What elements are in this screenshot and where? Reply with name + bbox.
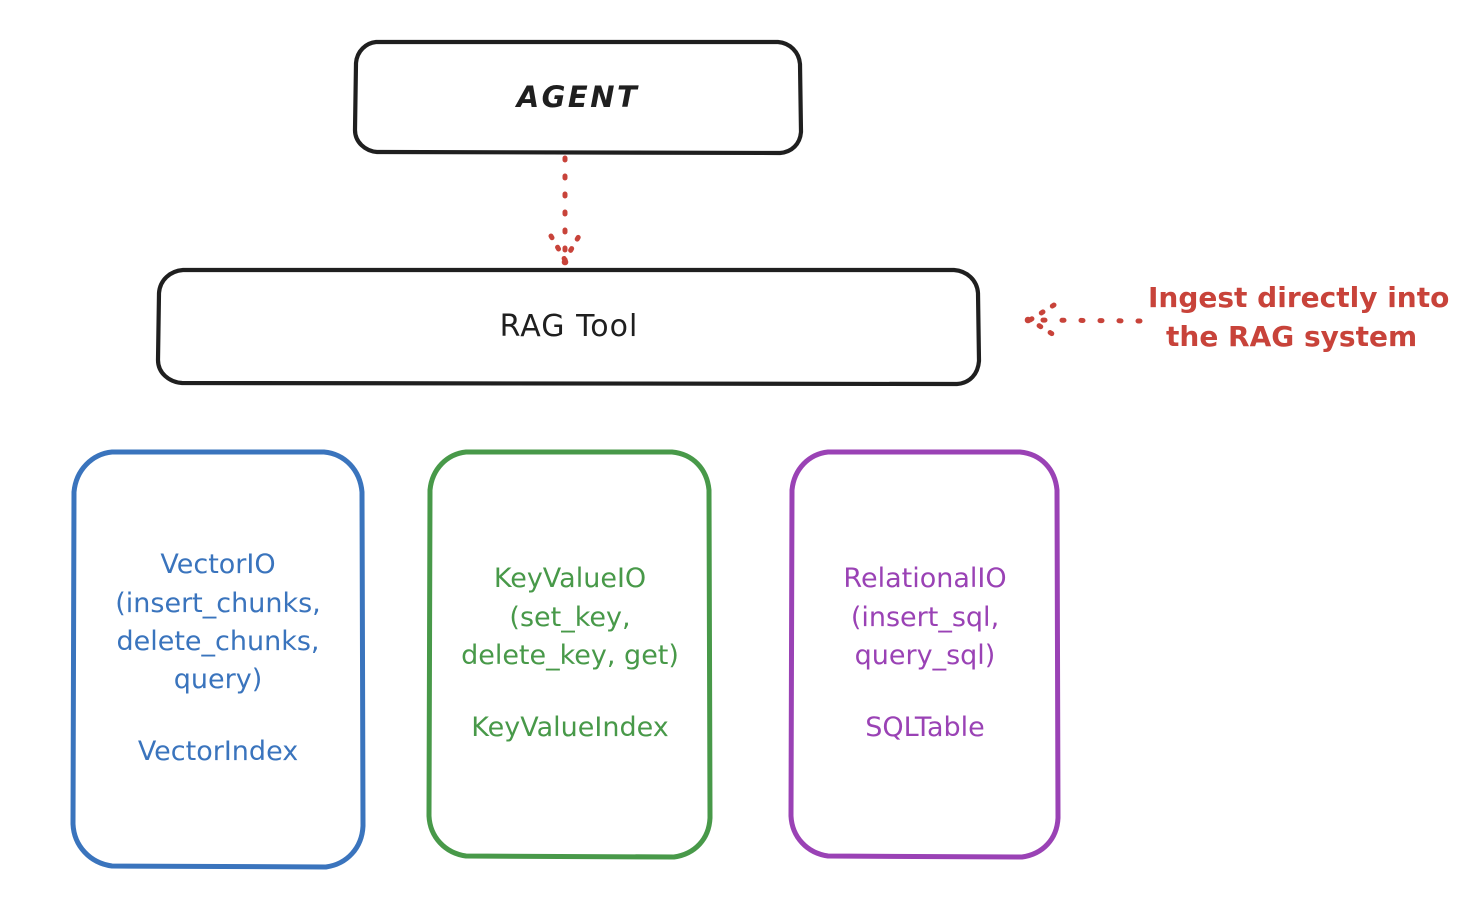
node-agent[interactable]: AGENT [352,38,804,156]
annotation-ingest-line1: Ingest directly into [1148,281,1450,314]
agent-box-outline [352,39,804,156]
node-vector-io[interactable]: VectorIO (insert_chunks, delete_chunks, … [70,448,366,870]
node-rag-tool[interactable]: RAG Tool [155,266,983,387]
connector-agent-to-rag-tool [548,155,582,266]
annotation-ingest-directly: Ingest directly into the RAG system [1148,279,1478,356]
node-key-value-io[interactable]: KeyValueIO (set_key, delete_key, get) Ke… [426,448,714,860]
rag-tool-box-outline [155,267,982,387]
vector-io-box-outline [70,449,366,870]
key-value-io-box-outline [426,449,713,860]
connector-ingest-arrow [1024,302,1143,338]
annotation-ingest-line2: the RAG system [1166,319,1418,353]
relational-io-box-outline [788,449,1061,860]
node-relational-io[interactable]: RelationalIO (insert_sql, query_sql) SQL… [788,448,1062,860]
